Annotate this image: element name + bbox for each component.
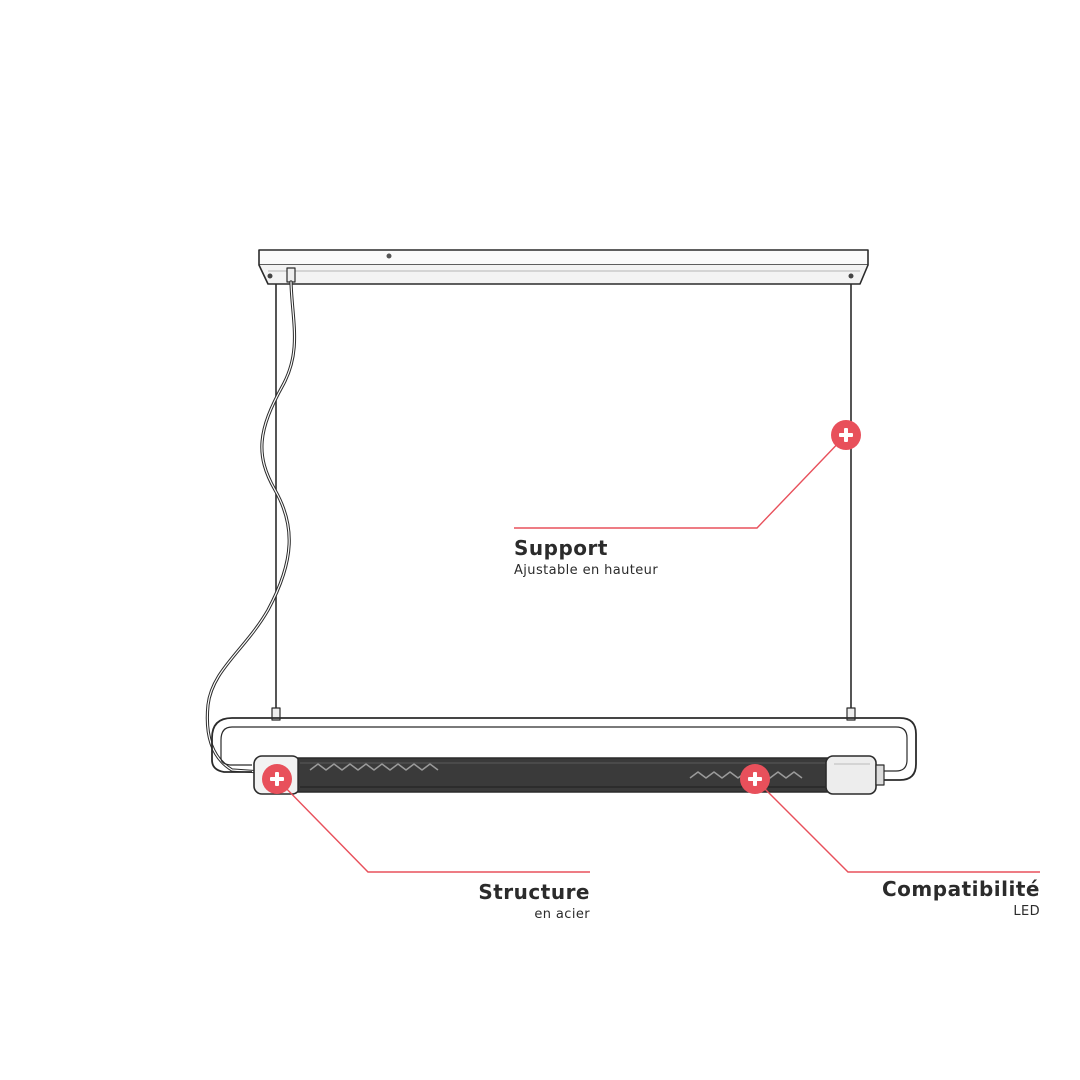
compatibility-callout: Compatibilité LED [820,877,1040,921]
structure-leader-line [276,778,590,873]
ceiling-canopy [258,249,869,285]
structure-callout: Structure en acier [380,880,590,924]
compatibility-title: Compatibilité [882,877,1040,901]
plus-icon [262,764,292,794]
compatibility-hotspot[interactable] [740,764,770,794]
support-hotspot[interactable] [831,420,861,450]
support-callout: Support Ajustable en hauteur [514,536,658,580]
plus-icon [740,764,770,794]
structure-title: Structure [478,880,590,904]
callout-lines [276,434,1040,873]
suspension-wires [275,284,852,712]
power-cable [205,280,297,774]
compatibility-subtitle: LED [1013,904,1040,919]
structure-subtitle: en acier [534,907,590,922]
structure-hotspot[interactable] [262,764,292,794]
support-leader-line [514,434,847,529]
compatibility-leader-line [754,778,1040,873]
led-tube [253,755,885,795]
support-title: Support [514,536,608,560]
support-subtitle: Ajustable en hauteur [514,563,659,578]
steel-frame [211,707,917,781]
plus-icon [831,420,861,450]
